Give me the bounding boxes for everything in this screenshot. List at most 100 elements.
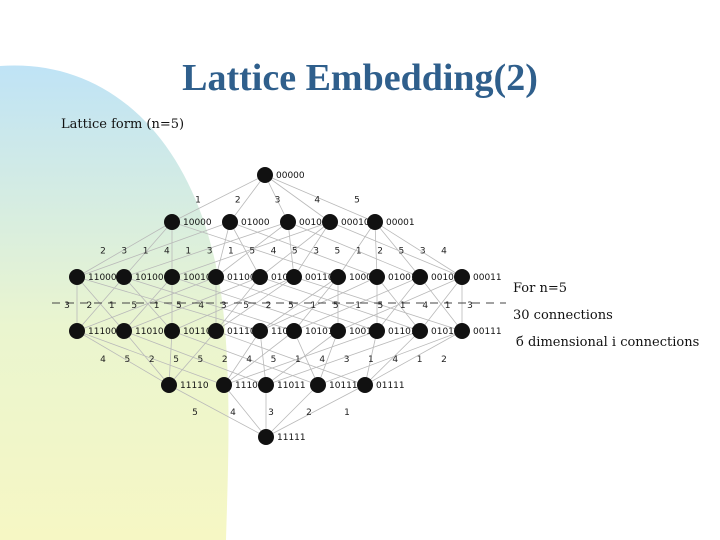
lattice-edge — [374, 221, 463, 278]
lattice-node — [367, 214, 383, 230]
edge-label: 3 — [221, 301, 227, 311]
node-label: 10011 — [349, 327, 378, 337]
lattice-edge — [287, 221, 421, 278]
node-label: 11110 — [180, 381, 209, 391]
lattice-edge — [259, 276, 421, 332]
lattice-edge — [168, 384, 267, 438]
edge-label: 3 — [207, 247, 213, 257]
lattice-edge — [264, 174, 289, 223]
lattice-edge — [259, 276, 339, 332]
lattice-node — [454, 323, 470, 339]
node-label: 10101 — [305, 327, 334, 337]
lattice-edge — [123, 330, 267, 386]
lattice-node — [116, 269, 132, 285]
lattice-node — [164, 214, 180, 230]
lattice-edge — [329, 221, 463, 278]
edge-label: 1 — [344, 408, 350, 418]
lattice-edge — [215, 330, 366, 386]
lattice-edge — [171, 221, 339, 278]
edge-label: 4 — [441, 247, 447, 257]
lattice-edge — [337, 221, 376, 278]
edge-label: 4 — [230, 408, 236, 418]
lattice-edge — [223, 330, 261, 386]
edge-label: 1 — [356, 247, 362, 257]
edge-label: 5 — [249, 247, 255, 257]
lattice-node — [258, 429, 274, 445]
lattice-edge — [259, 330, 267, 386]
node-label: 01001 — [388, 273, 417, 283]
lattice-edge — [76, 221, 231, 278]
node-label: 11011 — [277, 381, 306, 391]
lattice-node — [412, 269, 428, 285]
edge-label: 3 — [344, 355, 350, 365]
node-label: 01011 — [431, 327, 460, 337]
edge-label: 5 — [125, 355, 131, 365]
lattice-edge — [374, 221, 421, 278]
lattice-node — [412, 323, 428, 339]
edge-label: 5 — [333, 301, 339, 311]
lattice-edge — [215, 221, 231, 278]
lattice-node — [69, 323, 85, 339]
edge-label: 5 — [292, 247, 298, 257]
node-label: 10111 — [329, 381, 358, 391]
edge-label: 2 — [377, 247, 383, 257]
edge-label: 4 — [164, 247, 170, 257]
node-label: 10001 — [349, 273, 378, 283]
edge-label: 2 — [222, 355, 228, 365]
lattice-edge — [76, 330, 225, 386]
lattice-node — [286, 323, 302, 339]
edge-label: 5 — [378, 301, 384, 311]
edge-label: 1 — [445, 301, 451, 311]
lattice-edge — [265, 384, 319, 438]
edge-label: 5 — [176, 301, 182, 311]
lattice-edge — [265, 330, 339, 386]
node-label: 11000 — [88, 273, 117, 283]
edge-label: 1 — [185, 247, 191, 257]
lattice-node — [164, 269, 180, 285]
lattice-edge — [229, 221, 261, 278]
lattice-edge — [229, 221, 378, 278]
lattice-edge — [171, 276, 295, 332]
lattice-edge — [215, 276, 378, 332]
edge-label: 1 — [195, 196, 201, 206]
edge-label: 5 — [192, 408, 198, 418]
lattice-edge — [229, 174, 266, 223]
edge-label: 1 — [400, 301, 406, 311]
slide-subtitle: Lattice form (n=5) — [61, 117, 185, 132]
note-n: For n=5 — [513, 281, 568, 296]
lattice-edge — [264, 174, 331, 223]
lattice-node — [69, 269, 85, 285]
lattice-node — [252, 269, 268, 285]
edge-label: 1 — [295, 355, 301, 365]
note-dimensional: б dimensional i connections — [516, 335, 700, 350]
lattice-edge — [123, 276, 295, 332]
edge-label: 3 — [275, 196, 281, 206]
node-label: 00010 — [341, 218, 370, 228]
lattice-edge — [317, 330, 463, 386]
lattice-edge — [223, 384, 267, 438]
lattice-edge — [171, 174, 266, 223]
lattice-edge — [123, 276, 173, 332]
node-label: 01100 — [227, 273, 256, 283]
node-label: 00110 — [305, 273, 334, 283]
edge-label: 1 — [109, 301, 115, 311]
lattice-node — [216, 377, 232, 393]
edge-label: 3 — [121, 247, 127, 257]
node-label: 10100 — [135, 273, 164, 283]
lattice-edge — [337, 276, 463, 332]
lattice-edge — [76, 330, 170, 386]
edge-label: 4 — [422, 301, 428, 311]
lattice-edge — [76, 276, 125, 332]
lattice-edge — [265, 384, 366, 438]
lattice-node — [164, 323, 180, 339]
node-label: 10010 — [183, 273, 212, 283]
node-label: 00011 — [473, 273, 502, 283]
lattice-edge — [123, 221, 289, 278]
lattice-edge — [223, 330, 295, 386]
lattice-edge — [293, 330, 319, 386]
lattice-edge — [259, 276, 378, 332]
edge-label: 4 — [314, 196, 320, 206]
lattice-node — [330, 323, 346, 339]
lattice-edge — [76, 276, 217, 332]
